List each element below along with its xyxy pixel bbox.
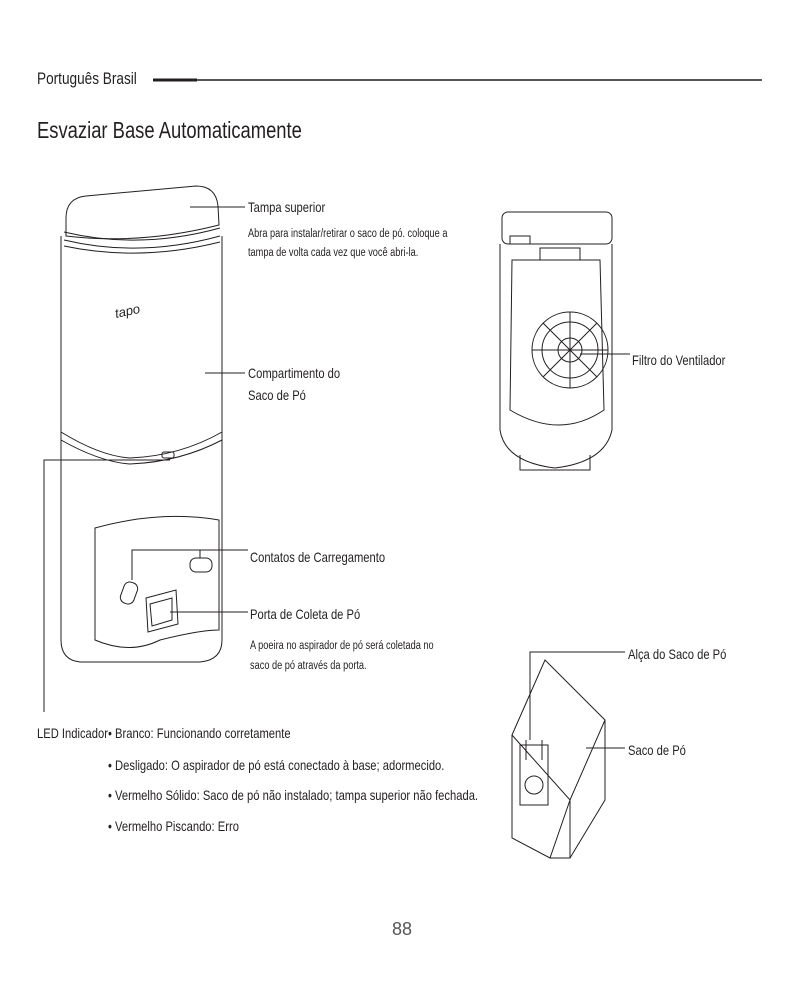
label-bag-compartment-1: Compartimento do [248,365,341,381]
label-dust-bag: Saco de Pó [628,742,686,758]
top-lid-desc-2: tampa de volta cada vez que você abri-la… [248,247,419,259]
led-state-solid-red: • Vermelho Sólido: Saco de pó não instal… [108,787,479,803]
dust-bag-drawing [511,659,606,859]
label-bag-handle: Alça do Saco de Pó [628,646,727,662]
label-bag-compartment-2: Saco de Pó [248,387,306,403]
label-fan-filter: Filtro do Ventilador [632,352,726,368]
language-label: Português Brasil [37,69,137,88]
open-base-top-view-drawing [499,211,613,471]
page-title: Esvaziar Base Automaticamente [37,117,302,143]
auto-empty-base-drawing: tapo [60,185,223,663]
led-state-white: • Branco: Funcionando corretamente [108,725,291,741]
label-charging-contacts: Contatos de Carregamento [250,549,386,565]
led-indicator-label: LED Indicador [37,725,108,741]
dust-port-desc-1: A poeira no aspirador de pó será coletad… [250,640,434,652]
dust-port-desc-2: saco de pó através da porta. [250,660,367,672]
led-state-blinking-red: • Vermelho Piscando: Erro [108,818,239,834]
top-lid-desc-1: Abra para instalar/retirar o saco de pó.… [248,228,448,240]
tapo-logo: tapo [114,301,142,321]
label-top-lid: Tampa superior [248,199,326,215]
led-state-off: • Desligado: O aspirador de pó está cone… [108,757,445,773]
label-dust-port: Porta de Coleta de Pó [250,606,361,622]
page-number: 88 [392,919,413,939]
